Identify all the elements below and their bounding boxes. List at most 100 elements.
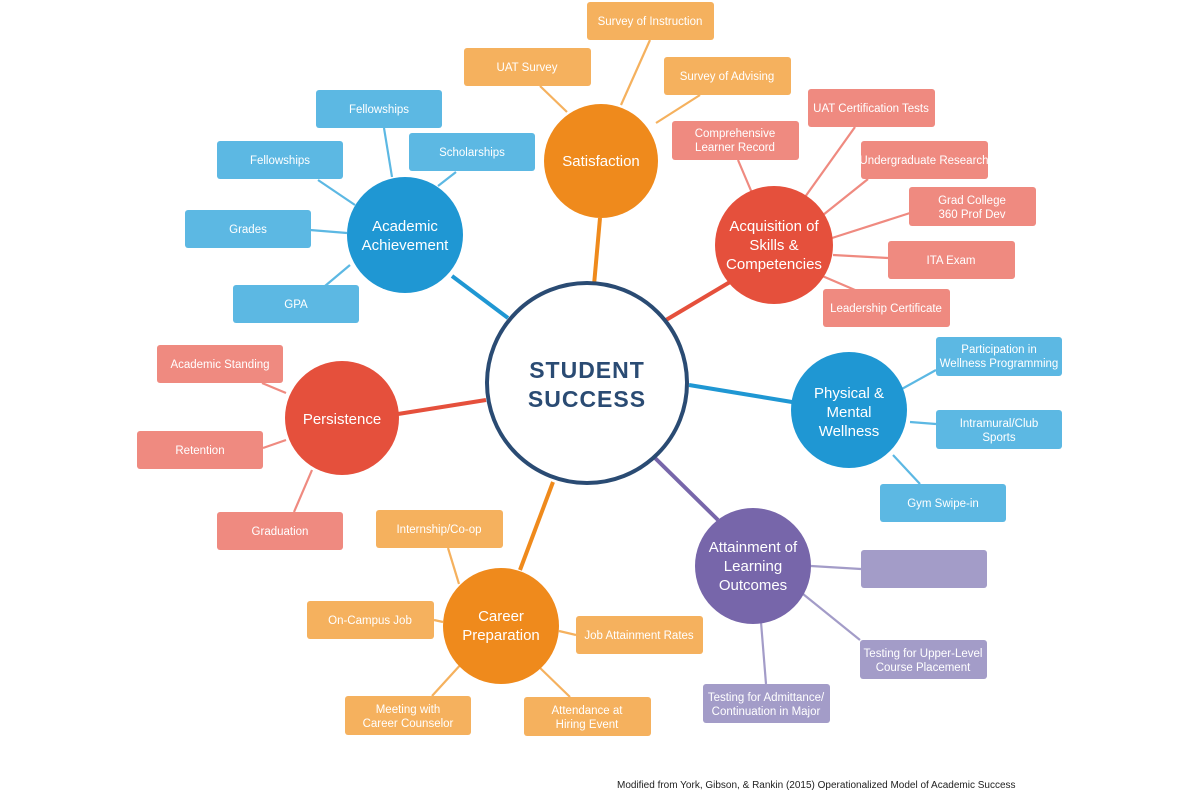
attainment-box bbox=[860, 640, 987, 679]
physical-box-label: Gym Swipe-in bbox=[907, 498, 979, 510]
persistence-box-label: Retention bbox=[175, 445, 224, 457]
connector-center-academic bbox=[450, 274, 510, 320]
attainment-box bbox=[703, 684, 830, 723]
connector-acquisition-box bbox=[804, 126, 856, 198]
persistence-box-label: Graduation bbox=[252, 526, 309, 538]
connector-acquisition-box bbox=[822, 178, 869, 216]
academic-box-label: Fellowships bbox=[349, 104, 409, 116]
connector-satisfaction-box bbox=[539, 85, 568, 113]
satisfaction-node bbox=[544, 104, 658, 218]
connector-physical-box bbox=[892, 454, 921, 485]
career-box-label: On-Campus Job bbox=[328, 615, 412, 627]
satisfaction-label: Satisfaction bbox=[562, 153, 640, 170]
connector-acquisition-box bbox=[819, 273, 856, 292]
academic-box-label: Scholarships bbox=[439, 147, 505, 159]
acquisition-box-label: Grad College bbox=[938, 195, 1006, 207]
acquisition-box bbox=[861, 141, 988, 179]
career-box-label: Attendance at bbox=[552, 705, 624, 717]
connector-career-box bbox=[433, 618, 444, 624]
academic-box bbox=[217, 141, 343, 179]
source-caption: Modified from York, Gibson, & Rankin (20… bbox=[617, 780, 1016, 791]
acquisition-box bbox=[888, 241, 1015, 279]
connector-satisfaction-box bbox=[619, 39, 652, 106]
connector-center-satisfaction bbox=[592, 217, 602, 286]
connector-center-attainment bbox=[653, 456, 720, 522]
attainment-node bbox=[695, 508, 811, 624]
acquisition-label-line2: Skills & bbox=[749, 237, 798, 254]
satisfaction-box bbox=[587, 2, 714, 40]
connector-center-acquisition bbox=[664, 280, 732, 322]
connector-career-box bbox=[431, 661, 464, 697]
connector-physical-box bbox=[909, 420, 937, 426]
acquisition-label-line3: Competencies bbox=[726, 256, 822, 273]
career-box bbox=[576, 616, 703, 654]
connector-career-box bbox=[537, 665, 571, 698]
physical-box-label: Sports bbox=[982, 432, 1015, 444]
connector-center-physical bbox=[688, 383, 793, 404]
connector-academic-box bbox=[317, 179, 356, 206]
acquisition-box bbox=[672, 121, 799, 160]
physical-box-label: Intramural/Club bbox=[960, 418, 1039, 430]
center-label-line2: SUCCESS bbox=[528, 386, 646, 412]
persistence-node bbox=[285, 361, 399, 475]
satisfaction-box bbox=[664, 57, 791, 95]
connector-persistence-box bbox=[262, 438, 287, 450]
career-box bbox=[345, 696, 471, 735]
acquisition-box-label: Comprehensive bbox=[695, 128, 776, 140]
attainment-box-label: Continuation in Major bbox=[712, 706, 821, 718]
career-box bbox=[524, 697, 651, 736]
physical-label-line1: Physical & bbox=[814, 385, 884, 402]
career-box-label: Hiring Event bbox=[556, 719, 619, 731]
center-node bbox=[485, 281, 689, 485]
physical-node bbox=[791, 352, 907, 468]
physical-box bbox=[936, 337, 1062, 376]
academic-box bbox=[316, 90, 442, 128]
academic-box bbox=[185, 210, 311, 248]
satisfaction-box-label: Survey of Instruction bbox=[598, 16, 703, 28]
connector-career-box bbox=[446, 547, 461, 585]
physical-box-label: Participation in bbox=[961, 344, 1036, 356]
connector-attainment-box bbox=[810, 564, 862, 571]
connector-academic-box bbox=[309, 228, 348, 235]
acquisition-box bbox=[823, 289, 950, 327]
connector-center-career bbox=[518, 481, 555, 571]
satisfaction-box-label: Survey of Advising bbox=[680, 71, 775, 83]
connector-career-box bbox=[558, 629, 577, 637]
physical-label-line2: Mental bbox=[826, 404, 871, 421]
attainment-label-line1: Attainment of bbox=[709, 539, 798, 556]
acquisition-box bbox=[909, 187, 1036, 226]
satisfaction-box bbox=[464, 48, 591, 86]
academic-label-line1: Academic bbox=[372, 218, 438, 235]
career-box bbox=[376, 510, 503, 548]
connector-academic-box bbox=[382, 127, 394, 178]
acquisition-box-label: Undergraduate Research bbox=[859, 155, 988, 167]
attainment-label-line2: Learning bbox=[724, 558, 782, 575]
attainment-box-label: Course Placement bbox=[876, 662, 971, 674]
career-box bbox=[307, 601, 434, 639]
attainment-box-label: Testing for Upper-Level bbox=[864, 648, 983, 660]
career-box-label: Meeting with bbox=[376, 704, 441, 716]
career-box-label: Career Counselor bbox=[363, 718, 454, 730]
career-box-label: Job Attainment Rates bbox=[584, 630, 694, 642]
connector-satisfaction-box bbox=[655, 94, 701, 124]
acquisition-label-line1: Acquisition of bbox=[729, 218, 819, 235]
career-node bbox=[443, 568, 559, 684]
connector-persistence-box bbox=[261, 381, 287, 395]
acquisition-box bbox=[808, 89, 935, 127]
career-label-line1: Career bbox=[478, 608, 524, 625]
attainment-box-empty bbox=[861, 550, 987, 588]
career-label-line2: Preparation bbox=[462, 627, 540, 644]
acquisition-box-label: Learner Record bbox=[695, 142, 775, 154]
connector-acquisition-box bbox=[831, 211, 911, 240]
attainment-box-label: Testing for Admittance/ bbox=[708, 692, 825, 704]
persistence-box bbox=[137, 431, 263, 469]
connector-acquisition-box bbox=[832, 253, 889, 260]
connector-center-persistence bbox=[397, 398, 487, 416]
acquisition-box-label: Leadership Certificate bbox=[830, 303, 942, 315]
persistence-box-label: Academic Standing bbox=[170, 359, 269, 371]
career-box-label: Internship/Co-op bbox=[396, 524, 481, 536]
satisfaction-box-label: UAT Survey bbox=[497, 62, 558, 74]
acquisition-node bbox=[715, 186, 833, 304]
physical-label-line3: Wellness bbox=[819, 423, 880, 440]
persistence-box bbox=[217, 512, 343, 550]
